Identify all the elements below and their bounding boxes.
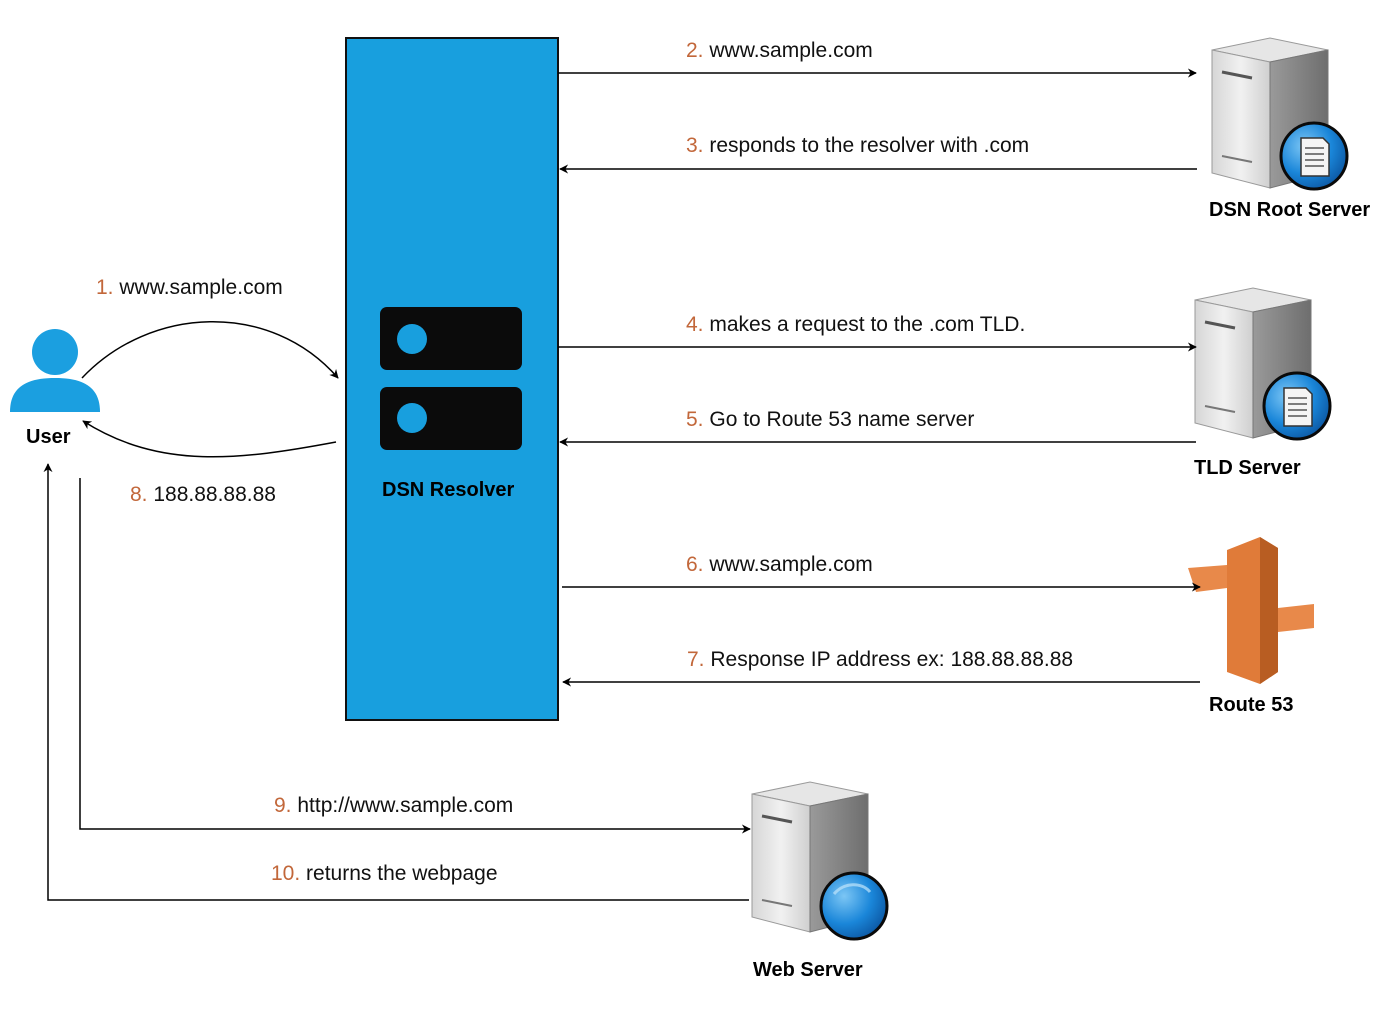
arrow-step-8 (82, 420, 337, 458)
step-9-label: 9. http://www.sample.com (274, 795, 513, 816)
step-text: Go to Route 53 name server (709, 408, 975, 431)
dns-resolver-node (345, 37, 559, 721)
step-number: 3. (686, 134, 704, 157)
step-text: Response IP address ex: 188.88.88.88 (710, 648, 1074, 671)
dns-resolver-box (345, 37, 559, 721)
step-2-label: 2. www.sample.com (686, 40, 873, 61)
arrow-step-10 (43, 463, 749, 901)
step-number: 10. (271, 862, 301, 885)
arrow-step-9 (79, 478, 751, 834)
user-label: User (26, 426, 71, 448)
web-server-icon (750, 780, 889, 941)
step-text: www.sample.com (709, 39, 873, 62)
step-8-label: 8. 188.88.88.88 (130, 484, 276, 505)
globe-badge-icon (819, 871, 889, 941)
step-number: 2. (686, 39, 704, 62)
step-5-label: 5. Go to Route 53 name server (686, 409, 974, 430)
step-number: 1. (96, 276, 114, 299)
user-icon (10, 329, 100, 412)
step-text: www.sample.com (119, 276, 283, 299)
route53-icon (1188, 537, 1314, 684)
step-3-label: 3. responds to the resolver with .com (686, 135, 1029, 156)
step-text: http://www.sample.com (297, 794, 514, 817)
step-6-label: 6. www.sample.com (686, 554, 873, 575)
step-7-label: 7. Response IP address ex: 188.88.88.88 (687, 649, 1073, 670)
document-badge-icon (1262, 371, 1332, 441)
step-number: 8. (130, 483, 148, 506)
step-number: 7. (687, 648, 705, 671)
connectors (43, 68, 1201, 901)
step-text: returns the webpage (306, 862, 498, 885)
step-number: 9. (274, 794, 292, 817)
arrow-step-1 (81, 321, 339, 379)
route53-label: Route 53 (1209, 694, 1294, 716)
step-number: 6. (686, 553, 704, 576)
step-text: www.sample.com (709, 553, 873, 576)
step-number: 5. (686, 408, 704, 431)
step-text: responds to the resolver with .com (709, 134, 1030, 157)
step-4-label: 4. makes a request to the .com TLD. (686, 314, 1025, 335)
step-text: makes a request to the .com TLD. (709, 313, 1026, 336)
step-number: 4. (686, 313, 704, 336)
server-rack-icon (380, 307, 522, 450)
step-text: 188.88.88.88 (153, 483, 276, 506)
tld-server-label: TLD Server (1194, 457, 1301, 479)
tld-server-icon (1193, 286, 1332, 441)
step-10-label: 10. returns the webpage (271, 863, 498, 884)
dns-root-server-icon (1210, 36, 1349, 191)
resolver-label: DSN Resolver (382, 479, 515, 501)
root-server-label: DSN Root Server (1209, 199, 1371, 221)
document-badge-icon (1279, 121, 1349, 191)
web-server-label: Web Server (753, 959, 863, 981)
step-1-label: 1. www.sample.com (96, 277, 283, 298)
